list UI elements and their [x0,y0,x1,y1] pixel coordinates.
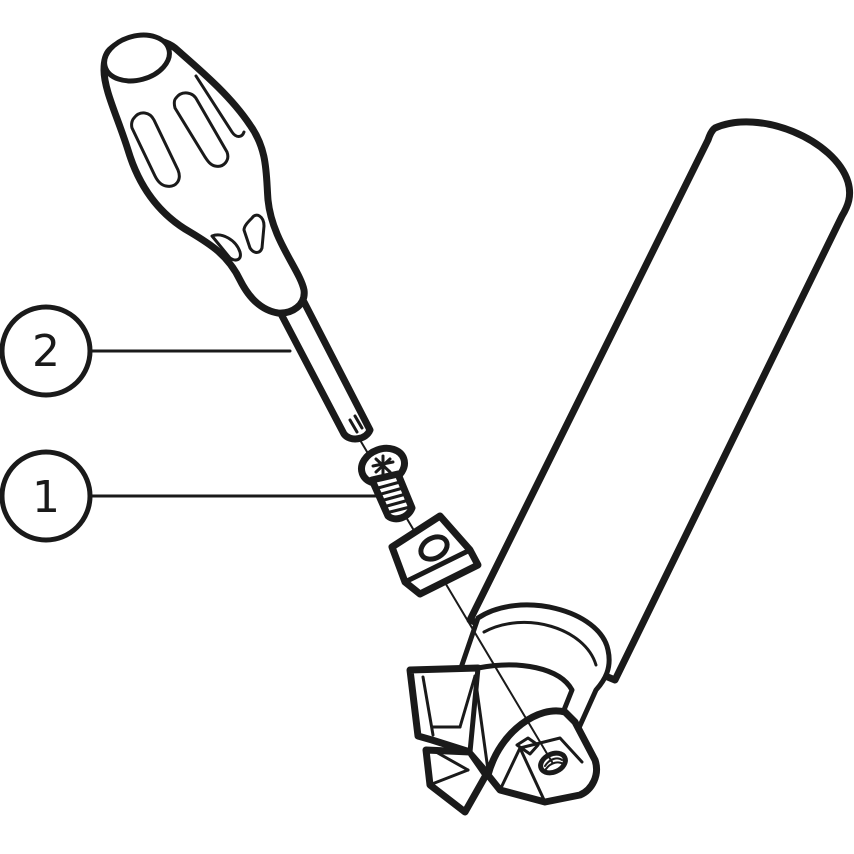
callout-2-number: 2 [32,326,60,377]
callout-1-circle [0,449,93,543]
callout-2: 2 [0,304,292,398]
clamp-wedge [388,512,482,598]
callout-1-number: 1 [32,472,60,523]
callout-1: 1 [0,449,382,543]
screwdriver [100,32,374,443]
cylindrical-shank [466,118,854,684]
screw [358,444,416,523]
callout-2-circle [0,304,93,398]
milling-cutter-body [406,662,600,816]
